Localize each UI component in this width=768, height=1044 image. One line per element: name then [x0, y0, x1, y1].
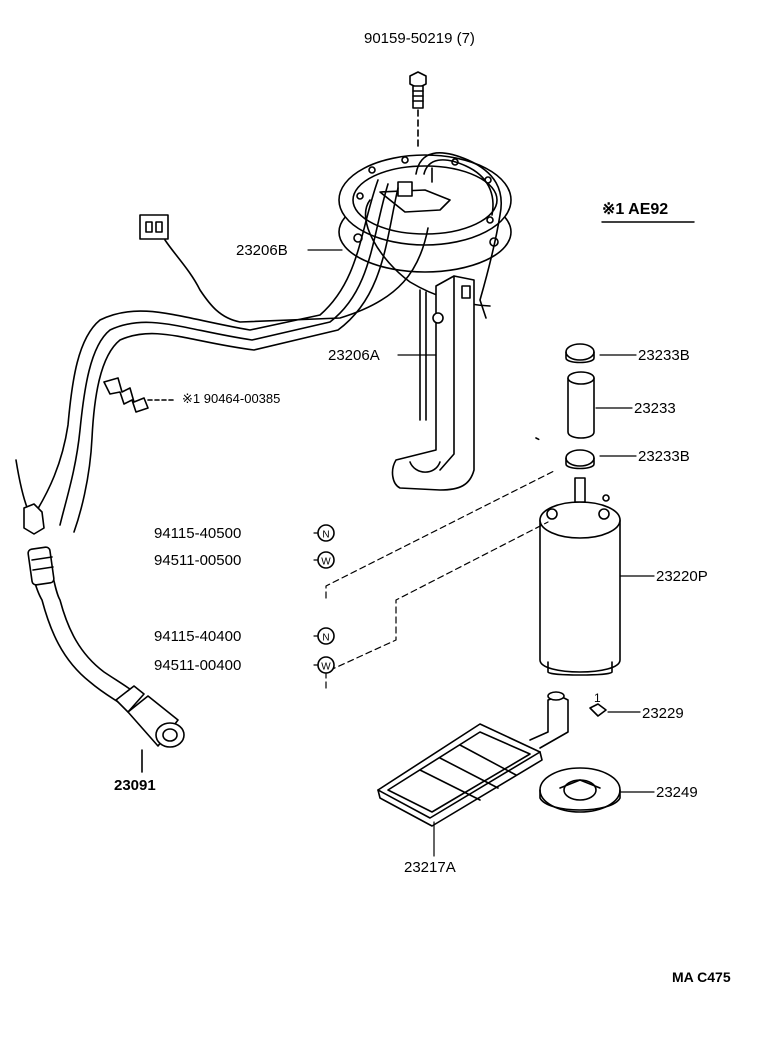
hose-assy-drawing: [23, 503, 185, 773]
filter-label: 23217A: [404, 859, 456, 876]
clamp-upper-label: 23233B: [638, 347, 690, 364]
nut-2-label: 94115-40400: [154, 628, 242, 645]
cushion-drawing: [539, 767, 621, 813]
nut-1-label: 94115-40500: [154, 525, 242, 542]
clamp-lower-label: 23233B: [638, 448, 690, 465]
clamp-note-label: ※1 90464-00385: [182, 391, 281, 406]
leader-lines: [325, 469, 557, 689]
cushion-label: 23249: [656, 784, 698, 801]
washer-symbol-1: W: [321, 557, 331, 568]
fuel-pipe-drawing: [15, 179, 429, 533]
nut-symbol-2: N: [322, 633, 329, 644]
bolt-label: 90159-50219 (7): [364, 30, 475, 47]
clip-qty-label: 1: [594, 691, 601, 705]
hose-assy-label: 23091: [114, 777, 156, 794]
figure-code: MA C475: [672, 969, 731, 985]
clamp-drawing: [103, 377, 177, 413]
fuel-pump-drawing: [535, 343, 621, 676]
gauge-plate-drawing: [338, 152, 512, 319]
symbol-circles: [317, 524, 335, 674]
bracket-drawing: [391, 275, 475, 491]
variant-note: ※1 AE92: [602, 201, 669, 218]
pump-label: 23220P: [656, 568, 708, 585]
nut-symbol-1: N: [322, 530, 329, 541]
washer-2-label: 94511-00400: [154, 657, 242, 674]
bracket-label: 23206A: [328, 347, 380, 364]
washer-symbol-2: W: [321, 662, 331, 673]
clip-label: 23229: [642, 705, 684, 722]
filter-drawing: [377, 691, 569, 827]
washer-1-label: 94511-00500: [154, 552, 242, 569]
gauge-plate-label: 23206B: [236, 242, 288, 259]
hose-label: 23233: [634, 400, 676, 417]
clip-drawing: [589, 703, 607, 717]
bolt-drawing: [409, 71, 427, 151]
